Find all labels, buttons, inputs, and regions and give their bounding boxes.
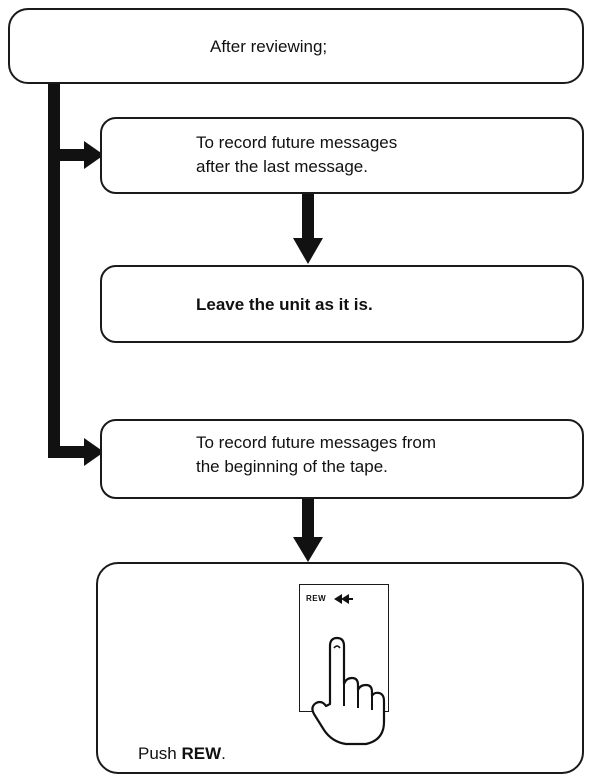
trunk-line: [48, 82, 60, 458]
option-rewind-line1: To record future messages from: [196, 433, 436, 452]
down-line-2: [302, 498, 314, 538]
action-rew-box: REW Push REW.: [96, 562, 584, 774]
option-rewind-line2: the beginning of the tape.: [196, 457, 388, 476]
instruction-suffix: .: [221, 744, 226, 763]
down-arrow-1: [293, 238, 323, 264]
push-rew-instruction: Push REW.: [138, 742, 226, 765]
rewind-icon: [334, 592, 354, 610]
pointing-hand-icon: [311, 636, 386, 746]
branch-line-1: [48, 149, 84, 161]
branch-arrow-2: [84, 438, 104, 466]
option-append-box: To record future messages after the last…: [100, 117, 584, 194]
option-rewind-box: To record future messages from the begin…: [100, 419, 584, 499]
result-leave-box: Leave the unit as it is.: [100, 265, 584, 343]
branch-arrow-1: [84, 141, 104, 169]
start-label: After reviewing;: [210, 37, 328, 56]
instruction-prefix: Push: [138, 744, 182, 763]
branch-line-2: [48, 446, 84, 458]
instruction-key: REW: [181, 744, 222, 763]
result-leave-label: Leave the unit as it is.: [196, 295, 373, 314]
down-line-1: [302, 193, 314, 239]
option-append-line1: To record future messages: [196, 133, 398, 152]
down-arrow-2: [293, 537, 323, 562]
rew-button-label: REW: [306, 594, 327, 603]
start-box: After reviewing;: [8, 8, 584, 84]
option-append-line2: after the last message.: [196, 157, 368, 176]
